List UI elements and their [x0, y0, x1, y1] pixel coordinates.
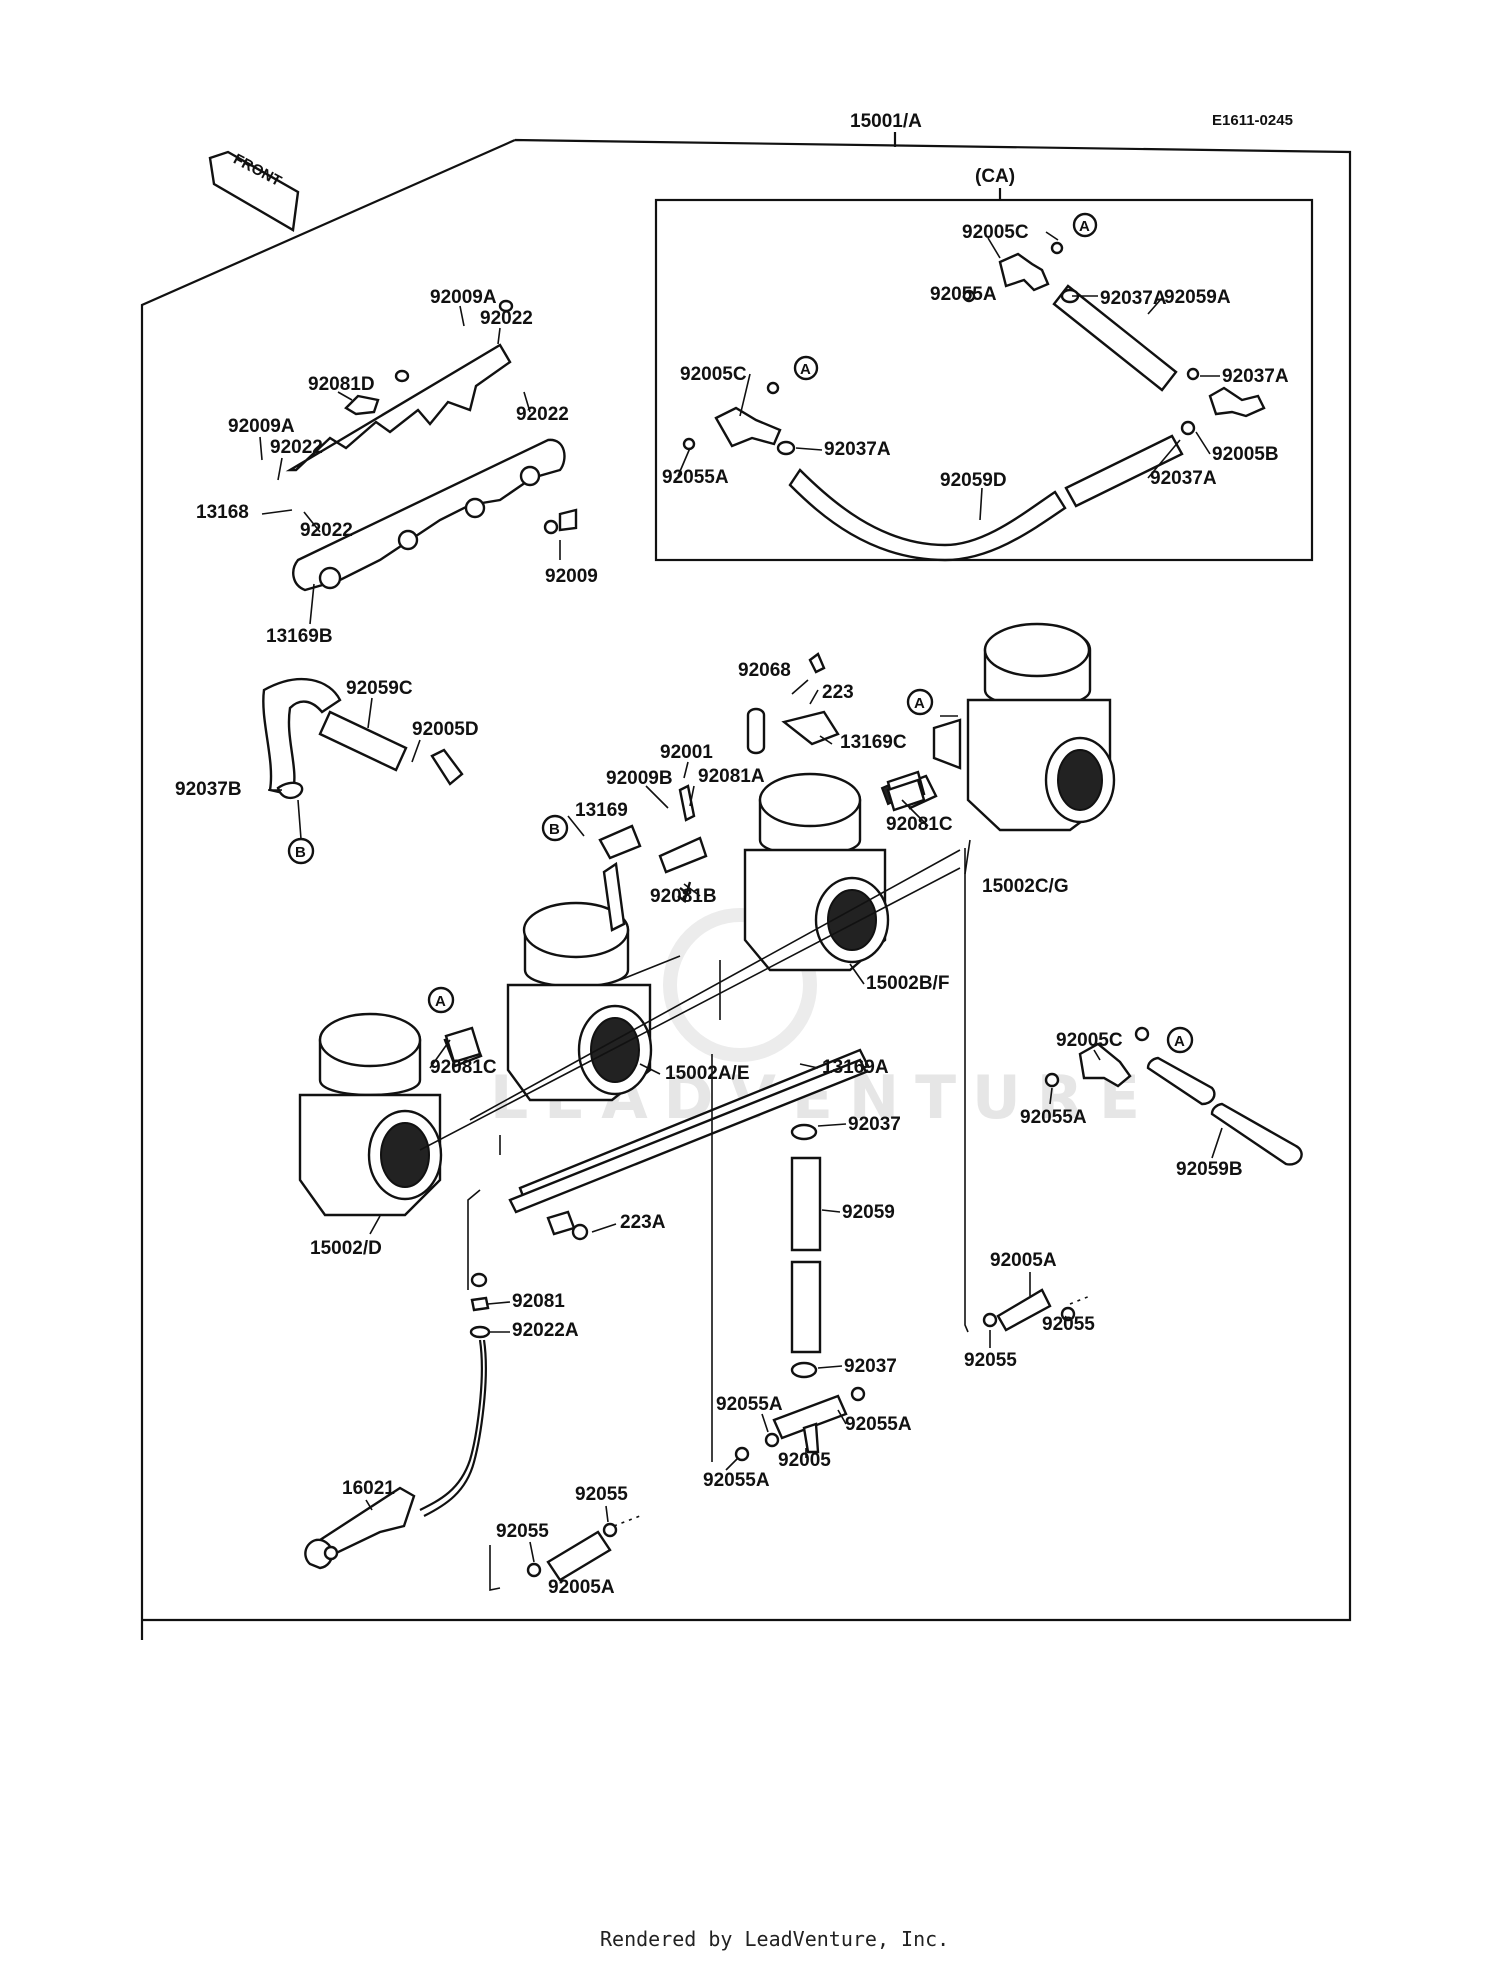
- callout-92081B: 92081B: [650, 886, 717, 907]
- callout-92081A: 92081A: [698, 766, 765, 787]
- callout-92081D: 92081D: [308, 374, 375, 395]
- callout-92081C-right: 92081C: [886, 814, 953, 835]
- callout-92081C-left: 92081C: [430, 1057, 497, 1078]
- r-callout-92055-a: 92055: [964, 1350, 1017, 1371]
- fitting-92005A-lower: [526, 1522, 618, 1582]
- ca-callout-92005C-top: 92005C: [962, 222, 1029, 243]
- callout-92055A-a: 92055A: [716, 1394, 783, 1415]
- callout-92009A-left: 92009A: [228, 416, 295, 437]
- carburetor-4: [932, 622, 1116, 832]
- callout-92022-low: 92022: [300, 520, 353, 541]
- fuel-rail-13169A: [508, 1048, 870, 1241]
- watermark-logo-icon: [663, 908, 817, 1062]
- callout-92037-lower: 92037: [844, 1356, 897, 1377]
- callout-92022-mid: 92022: [516, 404, 569, 425]
- throttle-linkage: [598, 652, 926, 932]
- ca-callout-92037A-low: 92037A: [1150, 468, 1217, 489]
- callout-92005: 92005: [778, 1450, 831, 1471]
- callout-13169C: 13169C: [840, 732, 907, 753]
- callout-92005D: 92005D: [412, 719, 479, 740]
- r-callout-A: A: [1174, 1033, 1185, 1050]
- right-vent-fitting-group: [982, 1026, 1303, 1332]
- ca-callout-A-left: A: [800, 361, 811, 378]
- callout-92005A-low: 92005A: [548, 1577, 615, 1598]
- ca-callout-92059D: 92059D: [940, 470, 1007, 491]
- assembly-label: 15001/A: [850, 111, 922, 132]
- callout-15002AE: 15002A/E: [665, 1063, 750, 1084]
- ca-box-label: (CA): [975, 166, 1015, 187]
- callout-92022A: 92022A: [512, 1320, 579, 1341]
- ca-callout-92037A-top: 92037A: [1100, 288, 1167, 309]
- callout-92068: 92068: [738, 660, 791, 681]
- r-callout-92055A: 92055A: [1020, 1107, 1087, 1128]
- front-arrow-icon: FRONT: [208, 151, 300, 232]
- callout-13169B: 13169B: [266, 626, 333, 647]
- callout-92055-low2: 92055: [496, 1521, 549, 1542]
- callout-92037B: 92037B: [175, 779, 242, 800]
- callout-92059: 92059: [842, 1202, 895, 1223]
- callout-15002D: 15002/D: [310, 1238, 382, 1259]
- callout-92009: 92009: [545, 566, 598, 587]
- callout-92059C: 92059C: [346, 678, 413, 699]
- r-callout-92005A: 92005A: [990, 1250, 1057, 1271]
- diagram-id: E1611-0245: [1212, 112, 1293, 129]
- callout-13169A: 13169A: [822, 1057, 889, 1078]
- callout-B-mid: B: [549, 821, 560, 838]
- callout-92001: 92001: [660, 742, 713, 763]
- callout-92022-left: 92022: [270, 437, 323, 458]
- callout-92055-low1: 92055: [575, 1484, 628, 1505]
- callout-92009B: 92009B: [606, 768, 673, 789]
- callout-A-right: A: [914, 695, 925, 712]
- carburetor-1: [298, 1012, 443, 1217]
- callout-92055A-c: 92055A: [703, 1470, 770, 1491]
- callout-13169: 13169: [575, 800, 628, 821]
- vent-hoses-left: [262, 677, 464, 800]
- callout-223: 223: [822, 682, 854, 703]
- ca-subassembly-box: [654, 198, 1314, 562]
- callout-92022-top: 92022: [480, 308, 533, 329]
- callout-B-left: B: [295, 844, 306, 861]
- callout-15002BF: 15002B/F: [866, 973, 949, 994]
- ca-callout-92005C-left: 92005C: [680, 364, 747, 385]
- center-vent-hose: [734, 1123, 866, 1462]
- callout-92055A-b: 92055A: [845, 1414, 912, 1435]
- callout-A-mid: A: [435, 993, 446, 1010]
- ca-callout-92005B: 92005B: [1212, 444, 1279, 465]
- callout-16021: 16021: [342, 1478, 395, 1499]
- ca-callout-92055A-left: 92055A: [662, 467, 729, 488]
- ca-callout-92055A-top: 92055A: [930, 284, 997, 305]
- callout-223A: 223A: [620, 1212, 666, 1233]
- callout-92009A-top: 92009A: [430, 287, 497, 308]
- springs: [444, 778, 926, 1064]
- callout-92081: 92081: [512, 1291, 565, 1312]
- callout-15002CG: 15002C/G: [982, 876, 1069, 897]
- r-callout-92059B: 92059B: [1176, 1159, 1243, 1180]
- callout-13168: 13168: [196, 502, 249, 523]
- r-callout-92005C: 92005C: [1056, 1030, 1123, 1051]
- carburetor-3: [743, 772, 938, 972]
- ca-fittings: [682, 241, 1266, 562]
- assembly-boundary: [140, 132, 1352, 1640]
- ca-callout-92059A: 92059A: [1164, 287, 1231, 308]
- ca-callout-92037A-right: 92037A: [1222, 366, 1289, 387]
- choke-cable: [304, 1272, 491, 1570]
- fuel-rail-bracket: [285, 299, 578, 592]
- footer-credit: Rendered by LeadVenture, Inc.: [600, 1927, 949, 1951]
- ca-callout-A-top: A: [1079, 218, 1090, 235]
- r-callout-92055-b: 92055: [1042, 1314, 1095, 1335]
- ca-callout-92037A-mid: 92037A: [824, 439, 891, 460]
- callout-92037-upper: 92037: [848, 1114, 901, 1135]
